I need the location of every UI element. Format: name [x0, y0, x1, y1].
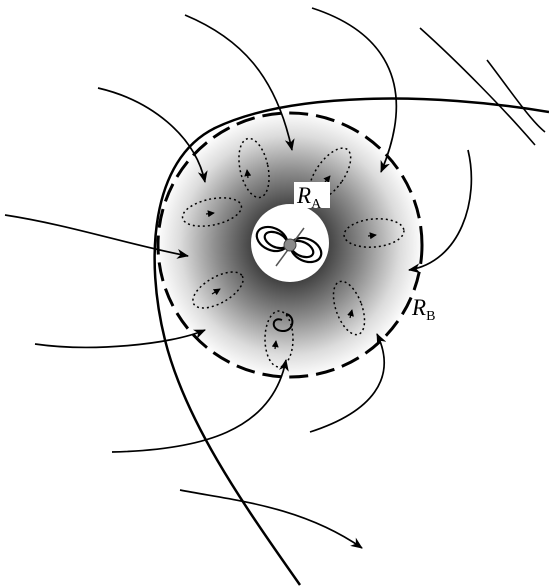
rb-label-sub: B — [426, 309, 435, 324]
inflow-arrow — [112, 360, 286, 452]
rb-label-main: R — [411, 295, 426, 320]
outflow-arrow — [180, 490, 362, 548]
diagonal-line-upper — [420, 28, 535, 145]
diagonal-line-lower — [487, 60, 545, 132]
center-dot — [284, 239, 296, 251]
ra-label-sub: A — [311, 197, 322, 212]
ra-label-main: R — [296, 183, 311, 208]
rb-label: RB — [411, 295, 435, 324]
inflow-arrow — [35, 330, 205, 347]
